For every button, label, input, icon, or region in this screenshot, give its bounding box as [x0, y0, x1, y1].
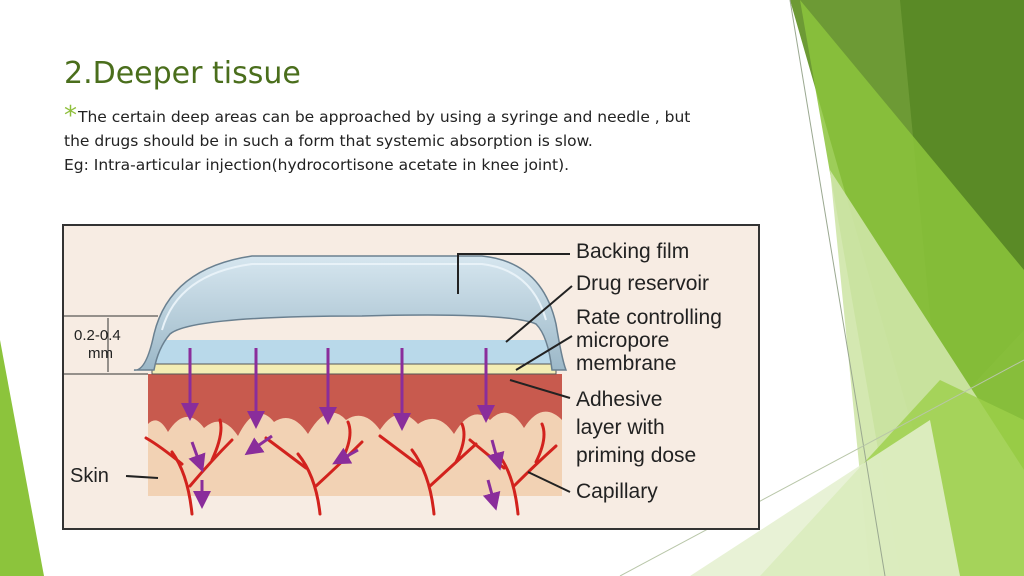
adhesive-layer — [148, 374, 562, 436]
arrow-11 — [482, 479, 501, 511]
deco-line — [789, 0, 886, 576]
leader-backing-film — [457, 253, 570, 294]
capillary-1 — [144, 418, 234, 516]
label-adhesive-line3: priming dose — [576, 444, 696, 467]
body-text-1: The certain deep areas can be approached… — [78, 108, 691, 126]
body-line-3: Eg: Intra-articular injection(hydrocorti… — [64, 156, 570, 174]
capillary-3 — [378, 422, 478, 516]
dimension-value: 0.2-0.4 — [74, 327, 121, 344]
label-rate-line2: micropore — [576, 329, 669, 352]
arrow-7 — [244, 434, 273, 456]
leader-adhesive — [509, 379, 571, 399]
skin-leader — [125, 475, 159, 479]
label-capillary: Capillary — [576, 480, 658, 503]
arrow-9 — [486, 439, 505, 471]
skin-label: Skin — [70, 465, 109, 487]
leader-membrane — [515, 335, 573, 371]
label-rate-line1: Rate controlling — [576, 306, 722, 329]
deco-shape-bottom-faint — [690, 420, 960, 576]
leader-drug-reservoir — [505, 285, 573, 343]
label-adhesive-line2: layer with — [576, 416, 665, 439]
body-line-1: *The certain deep areas can be approache… — [64, 101, 784, 131]
deco-line-2 — [619, 359, 1024, 576]
label-drug-reservoir: Drug reservoir — [576, 272, 709, 295]
label-rate-line3: membrane — [576, 352, 676, 375]
leader-capillary — [527, 471, 571, 493]
slide-body: *The certain deep areas can be approache… — [64, 101, 784, 177]
diffusion-arrows — [181, 348, 505, 511]
drug-reservoir-layer — [152, 340, 556, 366]
backing-film-top — [161, 263, 547, 331]
transdermal-patch-diagram: 0.2-0.4 mm Skin Backing film Drug reserv… — [62, 224, 760, 530]
body-line-2: the drugs should be in such a form that … — [64, 132, 593, 150]
dimension-unit: mm — [88, 345, 113, 362]
arrow-6 — [188, 441, 206, 473]
bullet-mark: * — [64, 101, 77, 131]
slide-title: 2.Deeper tissue — [64, 56, 301, 91]
label-backing-film: Backing film — [576, 240, 689, 263]
label-adhesive-line1: Adhesive — [576, 388, 662, 411]
deco-shape-left — [0, 340, 44, 576]
arrow-8 — [332, 447, 359, 465]
capillaries — [144, 418, 558, 516]
membrane-layer — [151, 363, 557, 375]
capillary-4 — [468, 422, 558, 516]
